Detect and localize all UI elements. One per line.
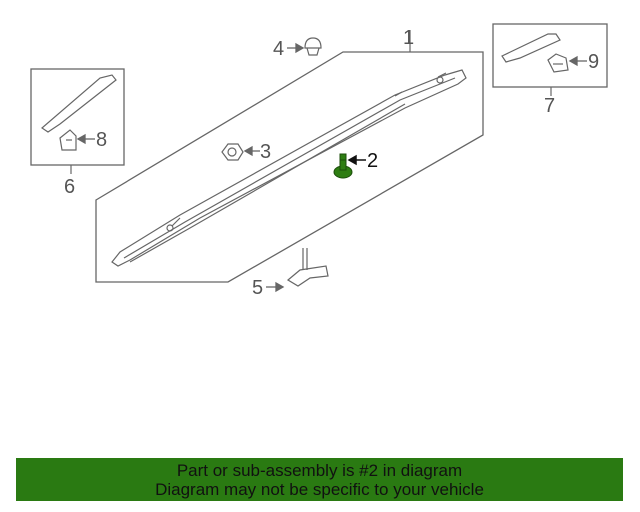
callout-4: 4 <box>273 38 284 60</box>
parts-diagram: 1 2 3 4 5 <box>30 23 608 299</box>
end-cover-part-6[interactable] <box>41 74 117 133</box>
banner-line-1: Part or sub-assembly is #2 in diagram <box>176 461 463 480</box>
callout-2: 2 <box>367 150 378 172</box>
cap-part-4[interactable] <box>304 37 322 56</box>
banner-line-2: Diagram may not be specific to your vehi… <box>155 480 484 499</box>
callout-6: 6 <box>64 176 75 198</box>
nut-part-3[interactable] <box>221 143 244 161</box>
callout-8: 8 <box>96 129 107 151</box>
clip-part-9[interactable] <box>547 53 569 73</box>
screw-part-2[interactable] <box>333 153 353 179</box>
clip-part-8[interactable] <box>59 129 77 151</box>
callout-9: 9 <box>588 51 599 73</box>
arrow-5 <box>266 281 285 293</box>
arrow-8 <box>76 133 95 145</box>
end-cover-part-7[interactable] <box>501 33 561 63</box>
arrow-2 <box>347 154 366 166</box>
arrow-3 <box>243 145 260 157</box>
detail-box-7 <box>492 23 608 88</box>
arrow-9 <box>568 55 587 67</box>
arrow-4 <box>287 42 305 54</box>
roof-rack-panel-outline <box>95 51 484 283</box>
callout-3: 3 <box>260 141 271 163</box>
bracket-part-5[interactable] <box>286 248 329 287</box>
detail-box-6 <box>30 68 125 166</box>
callout-1: 1 <box>403 27 414 49</box>
callout-5: 5 <box>252 277 263 299</box>
info-banner: Part or sub-assembly is #2 in diagram Di… <box>16 458 623 501</box>
callout-7: 7 <box>544 95 555 117</box>
roof-rail-part-1[interactable] <box>111 69 467 267</box>
